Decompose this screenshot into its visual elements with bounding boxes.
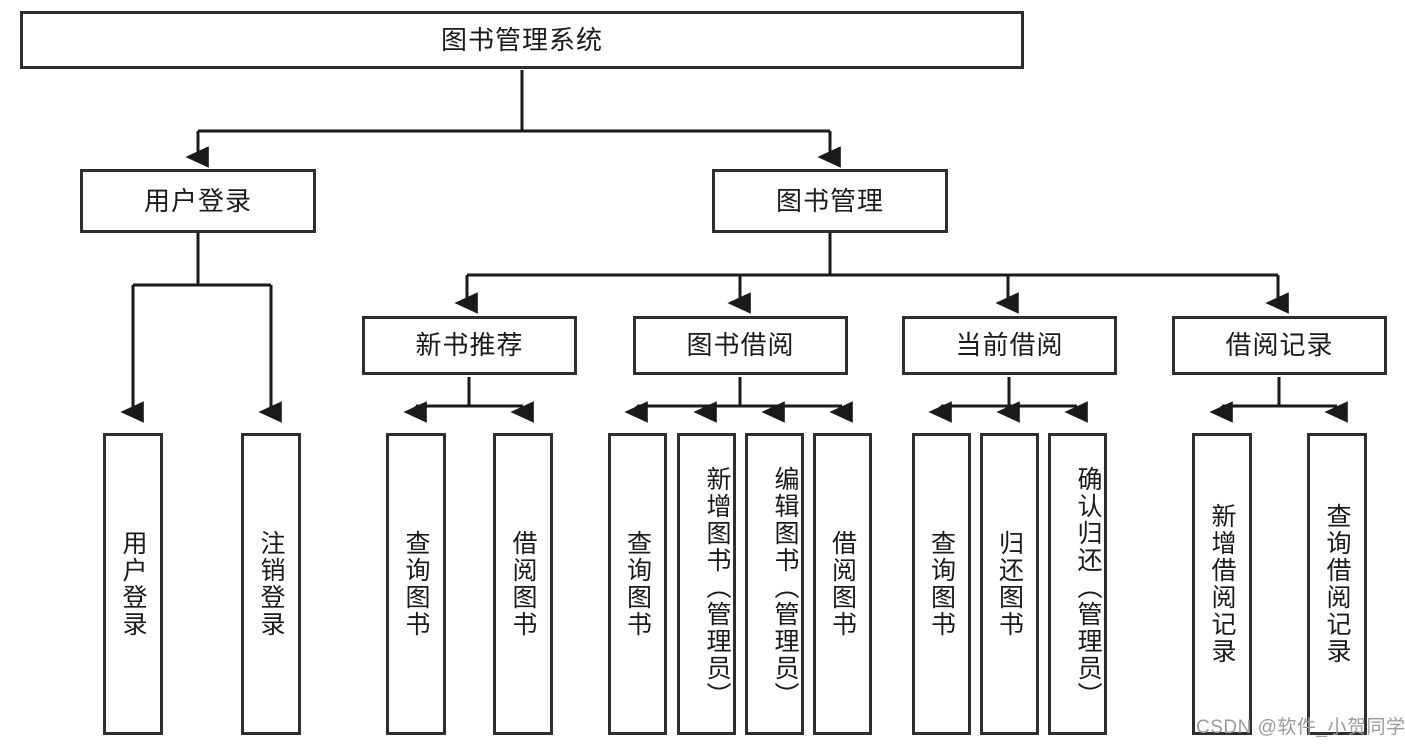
node-label: 查询借阅记录 [1323,503,1351,665]
node-label: 当前借阅 [955,330,1064,361]
node-label: 图书管理系统 [440,24,603,55]
leaf-edit-book-admin[interactable]: 编辑图书（管理员） [745,433,804,735]
leaf-confirm-return-admin[interactable]: 确认归还（管理员） [1048,433,1107,735]
node-label: 用户登录 [143,185,252,216]
node-book-borrow[interactable]: 图书借阅 [633,316,848,375]
leaf-query-book-current[interactable]: 查询图书 [912,433,971,735]
node-label: 查询图书 [927,530,956,638]
node-label: 注销登录 [257,530,285,638]
watermark: CSDN @软件_小贺同学 [1196,717,1405,738]
leaf-borrow-book[interactable]: 借阅图书 [813,433,872,735]
leaf-logout[interactable]: 注销登录 [241,433,301,735]
leaf-add-borrow-record[interactable]: 新增借阅记录 [1192,433,1252,735]
node-label: 借阅图书 [509,530,537,638]
leaf-add-book-admin[interactable]: 新增图书（管理员） [677,433,736,735]
node-label: 新增借阅记录 [1208,503,1236,665]
leaf-query-borrow-record[interactable]: 查询借阅记录 [1307,433,1367,735]
node-label: 借阅图书 [828,530,857,638]
node-root-book-management-system[interactable]: 图书管理系统 [20,11,1024,69]
leaf-borrow-book-recommend[interactable]: 借阅图书 [493,433,553,735]
node-user-login[interactable]: 用户登录 [80,169,316,233]
node-label: 查询图书 [402,530,430,638]
node-label: 编辑图书（管理员） [771,465,799,709]
node-label: 借阅记录 [1225,330,1334,361]
leaf-return-book[interactable]: 归还图书 [980,433,1039,735]
node-book-management[interactable]: 图书管理 [712,169,948,233]
node-label: 新增图书（管理员） [703,465,731,709]
node-new-book-recommend[interactable]: 新书推荐 [362,316,577,375]
leaf-query-book-borrow[interactable]: 查询图书 [608,433,667,735]
node-label: 图书借阅 [686,330,795,361]
node-label: 归还图书 [995,530,1024,638]
leaf-user-login[interactable]: 用户登录 [103,433,163,735]
node-label: 确认归还（管理员） [1074,465,1102,709]
leaf-query-book-recommend[interactable]: 查询图书 [386,433,446,735]
node-current-borrow[interactable]: 当前借阅 [902,316,1117,375]
node-label: 查询图书 [623,530,652,638]
node-label: 用户登录 [119,530,147,638]
node-label: 新书推荐 [415,330,524,361]
node-borrow-record[interactable]: 借阅记录 [1172,316,1387,375]
node-label: 图书管理 [775,185,884,216]
